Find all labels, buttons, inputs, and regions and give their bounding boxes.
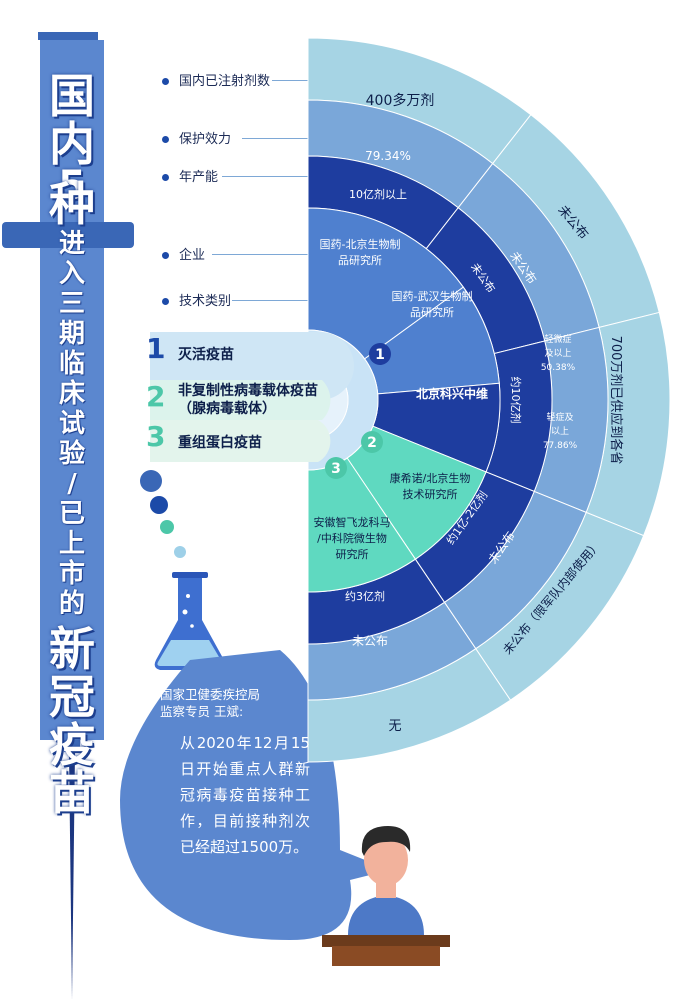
subtitle-char: 的 — [58, 589, 85, 619]
company-label: 研究所 — [336, 547, 369, 561]
efficacy-label: 轻症及 — [546, 411, 573, 423]
company-label: 技术研究所 — [403, 487, 458, 501]
capacity-label: 约3亿剂 — [345, 589, 385, 603]
bubble-decoration — [160, 520, 174, 534]
subtitle-char: 上 — [58, 529, 85, 559]
subtitle-char: 临 — [58, 349, 85, 379]
capacity-label: 约10亿剂 — [509, 377, 523, 424]
title-char: 新 — [49, 622, 95, 676]
bubble-decoration — [174, 546, 186, 558]
company-label: 安徽智飞龙科马 — [314, 515, 391, 529]
speaker-avatar — [322, 826, 450, 966]
company-label: 北京科兴中维 — [416, 386, 488, 401]
efficacy-label: 50.38% — [541, 363, 576, 373]
tech-number: 2 — [367, 435, 377, 451]
subtitle-char: 市 — [58, 559, 85, 589]
efficacy-label: 79.34% — [365, 149, 411, 163]
subtitle-char: 验 — [58, 439, 85, 469]
outer-label: 无 — [388, 719, 401, 734]
company-label: 国药-北京生物制 — [320, 237, 401, 251]
injected-doses-label: 400多万剂 — [366, 92, 435, 109]
efficacy-label: 及以上 — [544, 348, 571, 359]
company-label: /中科院微生物 — [317, 531, 387, 545]
subtitle-char: / — [67, 469, 77, 499]
bubble-decoration — [150, 496, 168, 514]
subtitle-char: 期 — [58, 319, 85, 349]
efficacy-label: 轻微症 — [544, 333, 571, 345]
title-char: 苗 — [49, 766, 95, 820]
company-label: 品研究所 — [410, 305, 454, 319]
title-char: 冠 — [49, 670, 95, 724]
subtitle-char: 床 — [58, 379, 85, 409]
efficacy-label: 以上 — [551, 426, 569, 437]
subtitle-char: 三 — [58, 289, 85, 319]
company-label: 康希诺/北京生物 — [390, 471, 471, 485]
title-char: 疫 — [49, 718, 95, 772]
tech-number: 1 — [375, 347, 385, 363]
company-label: 品研究所 — [338, 253, 382, 267]
outer-label: 700万剂已供应到各省 — [608, 336, 624, 465]
subtitle-char: 进 — [58, 229, 85, 259]
bubble-decoration — [140, 470, 162, 492]
efficacy-label: 未公布 — [352, 634, 388, 648]
subtitle-char: 入 — [58, 259, 85, 289]
capacity-label: 10亿剂以上 — [349, 187, 407, 201]
subtitle-char: 试 — [58, 409, 85, 439]
tech-number: 3 — [331, 461, 341, 477]
company-label: 国药-武汉生物制 — [392, 289, 473, 303]
quote-author: 国家卫健委疾控局监察专员 王斌: — [160, 687, 261, 719]
efficacy-label: 77.86% — [543, 441, 578, 451]
quote-text: 从2020年12月15日开始重点人群新冠病毒疫苗接种工作，目前接种剂次已经超过1… — [180, 734, 310, 856]
subtitle-char: 已 — [58, 499, 85, 529]
